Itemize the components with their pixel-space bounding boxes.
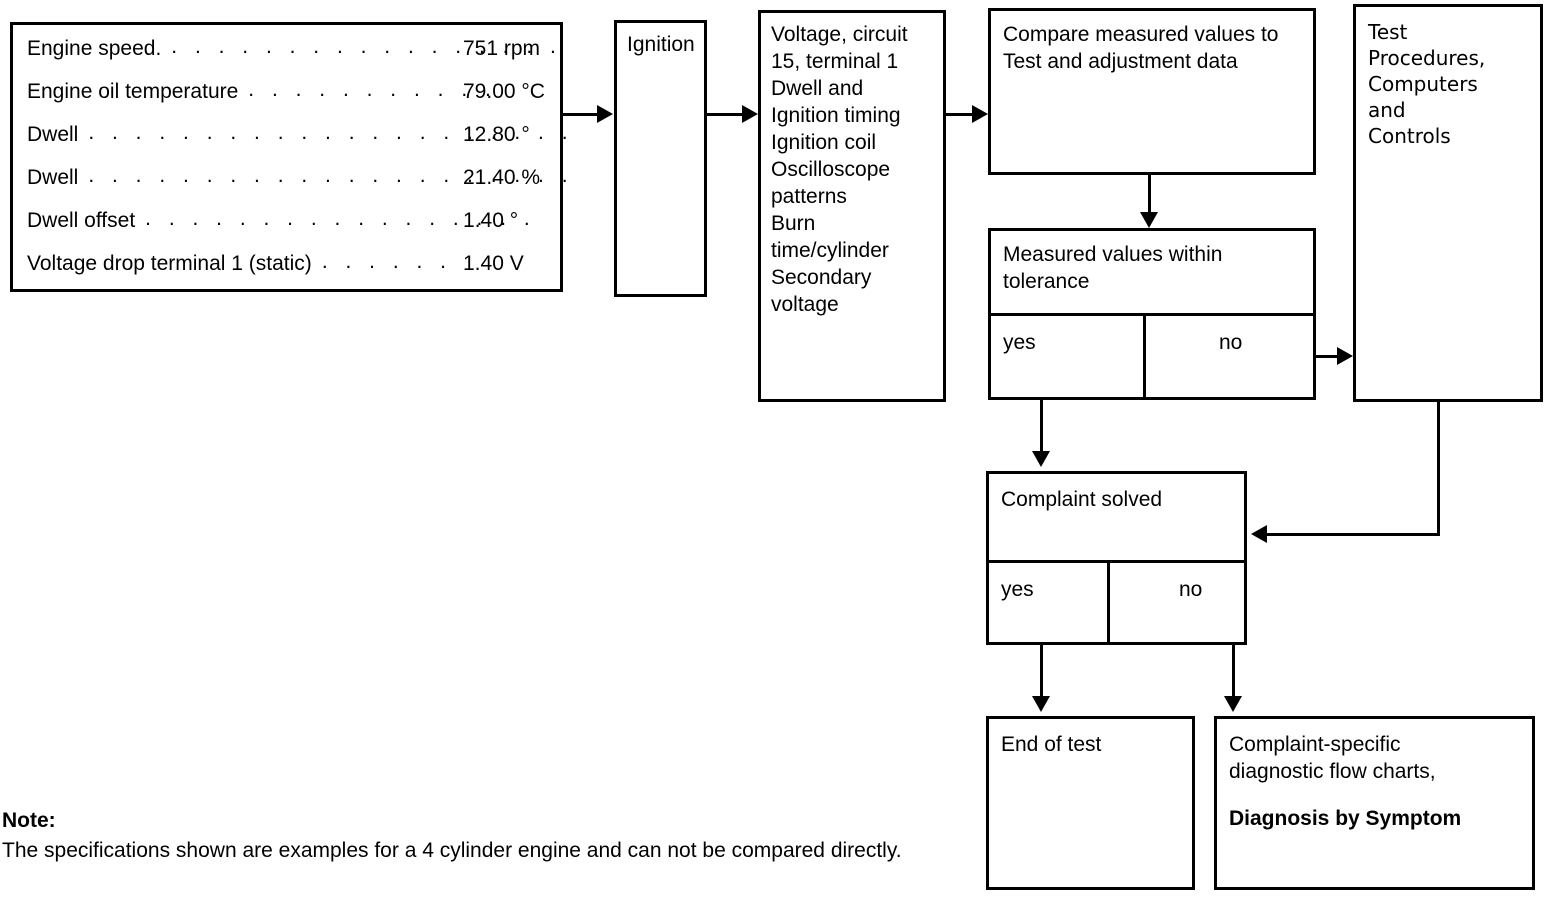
note-body: The specifications shown are examples fo… [2,839,902,862]
spec-value: 21.40 % [463,166,541,189]
connector-params-to-compare [946,113,974,116]
divider [991,313,1313,316]
measurement-parameters-box: Voltage, circuit 15, terminal 1 Dwell an… [758,10,946,402]
arrow-left-icon [1251,525,1267,543]
spec-label: Dwell [27,166,79,189]
arrow-right-icon [1337,347,1353,365]
test-procedures-text: Test Procedures, Computers and Controls [1368,20,1486,148]
spec-leader: . . . . . . . . . . . [248,78,497,101]
arrow-right-icon [742,105,758,123]
spec-value: 12.80 ° [463,123,530,146]
solved-text: Complaint solved [1001,488,1163,511]
connector-testprocedures-to-solved [1267,533,1440,536]
spec-row: Dwell . . . . . . . . . . . . . . . . . … [27,121,568,153]
spec-row: Dwell offset . . . . . . . . . . . . . .… [27,207,550,239]
divider [1107,560,1110,642]
diagnosis-by-symptom-label: Diagnosis by Symptom [1229,807,1462,830]
spec-leader: . . . . . . . . . . . . . . . . . . . . … [88,164,574,187]
connector-yes-to-solved [1040,400,1043,452]
spec-value: 1.40 ° [463,209,519,232]
spec-label: Engine oil temperature [27,80,239,103]
flowcharts-line2: diagnostic flow charts, [1229,760,1436,783]
spec-leader: . . . . . . [321,250,452,273]
solved-no-label: no [1179,578,1203,601]
test-procedures-box: Test Procedures, Computers and Controls [1353,4,1543,402]
arrow-down-icon [1032,696,1050,712]
tolerance-no-label: no [1219,331,1243,354]
complaint-solved-box: Complaint solved yes no [986,471,1247,645]
note-block: Note: The specifications shown are examp… [2,806,972,866]
end-of-test-text: End of test [1001,733,1102,756]
note-title: Note: [2,809,56,832]
spec-label: Voltage drop terminal 1 (static) [27,252,312,275]
compare-text: Compare measured values to Test and adju… [1003,23,1279,73]
connector-ignition-to-params [707,113,743,116]
connector-testprocedures-down [1437,402,1440,533]
divider [1143,313,1146,397]
parameters-text: Voltage, circuit 15, terminal 1 Dwell an… [771,23,908,316]
divider [989,560,1244,563]
arrow-right-icon [597,105,613,123]
connector-compare-to-tolerance [1148,175,1151,213]
spec-value: 1.40 V [463,252,524,275]
arrow-down-icon [1224,696,1242,712]
arrow-right-icon [972,105,988,123]
connector-spec-to-ignition [563,113,597,116]
spec-label: Dwell [27,123,79,146]
spec-leader: . . . . . . . . . . . . . . . . . [145,207,536,230]
compare-values-box: Compare measured values to Test and adju… [988,8,1316,175]
connector-no-to-testprocedures [1316,355,1338,358]
spec-row: Engine speed. . . . . . . . . . . . . . … [27,35,556,67]
arrow-down-icon [1032,451,1050,467]
solved-yes-label: yes [1001,578,1034,601]
spec-label: Dwell offset [27,209,136,232]
arrow-down-icon [1140,212,1158,228]
connector-solvedyes-to-endoftest [1040,645,1043,697]
ignition-label: Ignition [627,33,695,56]
engine-measurements-box: Engine speed. . . . . . . . . . . . . . … [10,22,568,292]
tolerance-yes-label: yes [1003,331,1036,354]
spec-row: Engine oil temperature . . . . . . . . .… [27,78,550,110]
end-of-test-box: End of test [986,716,1195,890]
spec-value: 79.00 °C [463,80,545,103]
spec-leader: . . . . . . . . . . . . . . . . . [171,35,562,58]
spec-leader: . . . . . . . . . . . . . . . . . . . . … [88,121,574,144]
tolerance-decision-box: Measured values within tolerance yes no [988,228,1316,400]
flowcharts-line1: Complaint-specific [1229,733,1401,756]
spec-value: 751 rpm [463,37,541,60]
tolerance-text: Measured values within tolerance [1003,243,1223,293]
spec-row: Dwell . . . . . . . . . . . . . . . . . … [27,164,568,196]
spec-row: Voltage drop terminal 1 (static) . . . .… [27,250,550,282]
spec-label: Engine speed. [27,37,162,60]
connector-solvedno-to-flowcharts [1232,645,1235,697]
diagnostic-flowcharts-box: Complaint-specific diagnostic flow chart… [1214,716,1535,890]
ignition-box: Ignition [614,20,707,297]
